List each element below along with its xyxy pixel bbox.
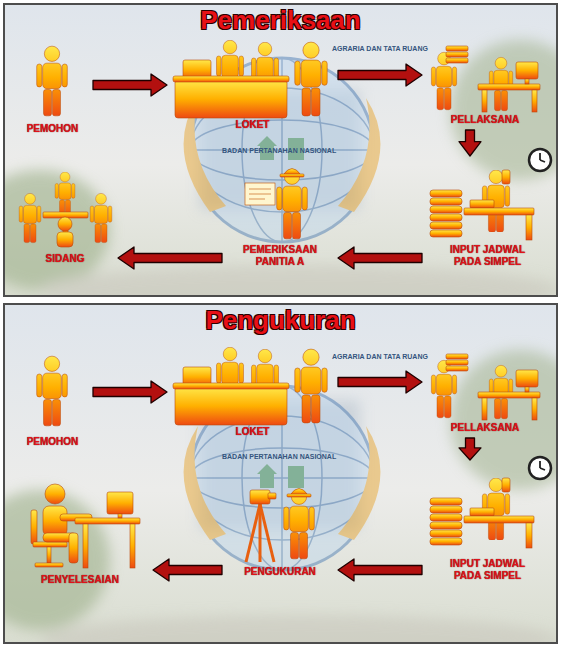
- flow-arrow: [338, 64, 422, 86]
- step-label: LOKET: [236, 426, 270, 438]
- process-step: INPUT JADWAL PADA SIMPEL: [425, 158, 550, 270]
- watermark-text: BADAN PERTANAHAN NASIONAL: [222, 146, 336, 155]
- step-label: PEMERIKSAAN PANITIA A: [230, 244, 330, 268]
- flow-arrow: [93, 74, 167, 96]
- panel-title: Pemeriksaan: [200, 5, 360, 35]
- process-panel: PengukuranPEMOHON LOKET PELLAKSANA INPUT JA…: [3, 303, 558, 644]
- watermark-text: AGRARIA DAN TATA RUANG: [332, 352, 428, 361]
- process-step: LOKET: [170, 38, 335, 133]
- officer-icon: [431, 354, 540, 420]
- process-step: INPUT JADWAL PADA SIMPEL: [425, 462, 550, 584]
- counter-icon: [173, 347, 327, 425]
- applicant-icon: [37, 46, 68, 116]
- process-step: PELLAKSANA: [425, 42, 545, 128]
- process-step: LOKET: [170, 345, 335, 440]
- flow-arrow: [338, 371, 422, 393]
- surveyor-icon: [246, 489, 314, 563]
- step-label: PELLAKSANA: [451, 422, 519, 434]
- officer-icon: [431, 46, 540, 112]
- clock-icon: [529, 457, 551, 479]
- step-label: PENYELESAIAN: [41, 574, 119, 586]
- process-step: PENGUKURAN: [225, 480, 335, 580]
- flow-arrow: [459, 130, 481, 156]
- process-step: PELLAKSANA: [425, 348, 545, 436]
- flow-arrow: [338, 559, 422, 581]
- counter-icon: [173, 40, 327, 118]
- scheduling-icon: [430, 170, 534, 240]
- watermark-text: AGRARIA DAN TATA RUANG: [332, 44, 428, 53]
- step-label: INPUT JADWAL PADA SIMPEL: [438, 558, 538, 582]
- meeting-icon: [19, 172, 112, 247]
- flow-arrow: [118, 247, 222, 269]
- applicant-icon: [37, 356, 68, 426]
- clock-icon: [529, 149, 551, 171]
- step-label: SIDANG: [46, 253, 85, 265]
- step-label: INPUT JADWAL PADA SIMPEL: [438, 244, 538, 268]
- step-label: LOKET: [236, 119, 270, 131]
- process-step: PEMOHON: [15, 352, 90, 450]
- step-label: PEMOHON: [27, 123, 79, 135]
- inspector-icon: [245, 169, 307, 239]
- scheduling-icon: [430, 478, 534, 548]
- flow-arrow: [153, 559, 222, 581]
- flow-arrow: [338, 247, 422, 269]
- step-label: PEMOHON: [27, 436, 79, 448]
- process-step: SIDANG: [15, 170, 115, 267]
- panel-background: [3, 3, 558, 297]
- completion-icon: [31, 484, 140, 568]
- process-step: PEMOHON: [15, 42, 90, 137]
- panel-title: Pengukuran: [205, 305, 355, 335]
- panel-background: [3, 303, 558, 644]
- flow-arrow: [459, 438, 481, 460]
- process-step: PEMERIKSAAN PANITIA A: [225, 165, 335, 270]
- process-step: PENYELESAIAN: [10, 474, 150, 588]
- step-label: PELLAKSANA: [451, 114, 519, 126]
- watermark-text: BADAN PERTANAHAN NASIONAL: [222, 452, 336, 461]
- flow-arrow: [93, 381, 167, 403]
- step-label: PENGUKURAN: [244, 566, 316, 578]
